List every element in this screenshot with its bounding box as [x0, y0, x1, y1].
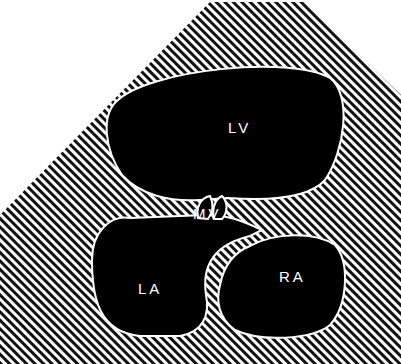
left-ventricle — [107, 67, 344, 201]
chamber-label: RA — [279, 269, 306, 284]
chamber-label: MV — [193, 206, 222, 221]
chamber-label: LA — [138, 281, 162, 296]
right-atrium — [218, 235, 345, 337]
chamber-label: LV — [228, 120, 251, 135]
